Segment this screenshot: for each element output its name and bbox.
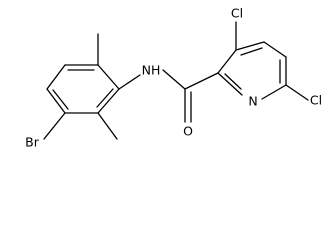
bond-ring-f-inner — [96, 88, 114, 108]
bond-pyr-c3-c4 — [235, 41, 265, 51]
atom-n-ring-label: N — [248, 94, 257, 109]
bond-c6-cl — [285, 84, 309, 101]
bond-c-br — [43, 112, 66, 140]
pyridine-ring — [217, 41, 287, 100]
bond-aryl-n — [118, 74, 141, 90]
bond-pyr-c3-c4-inner — [240, 47, 263, 56]
atom-cl-right-label: Cl — [310, 93, 322, 108]
bond-n-carbonyl — [162, 69, 186, 90]
bond-methyl-bottom — [97, 112, 118, 140]
bond-pyr-c4-c5 — [263, 41, 287, 58]
bond-ring-c — [46, 64, 66, 90]
aryl-ring — [46, 64, 120, 114]
structure-diagram: Br NH O N Cl Cl — [25, 6, 322, 150]
bond-ring-d-inner — [52, 89, 69, 110]
bond-ring-d — [46, 88, 66, 114]
bond-pyr-n-c2 — [217, 72, 243, 96]
bond-pyr-n-c2-inner — [224, 73, 242, 90]
bond-ring-f — [97, 88, 120, 114]
bond-pyr-c6-n — [261, 84, 287, 100]
atom-cl-top-label: Cl — [231, 6, 243, 21]
atom-o-label: O — [183, 124, 193, 139]
bond-carbonyl-ring — [184, 72, 219, 90]
atom-nh-label: NH — [142, 63, 161, 78]
atom-br-label: Br — [25, 135, 40, 150]
bond-pyr-c2-c3 — [217, 49, 237, 74]
bond-ring-a — [97, 64, 120, 90]
